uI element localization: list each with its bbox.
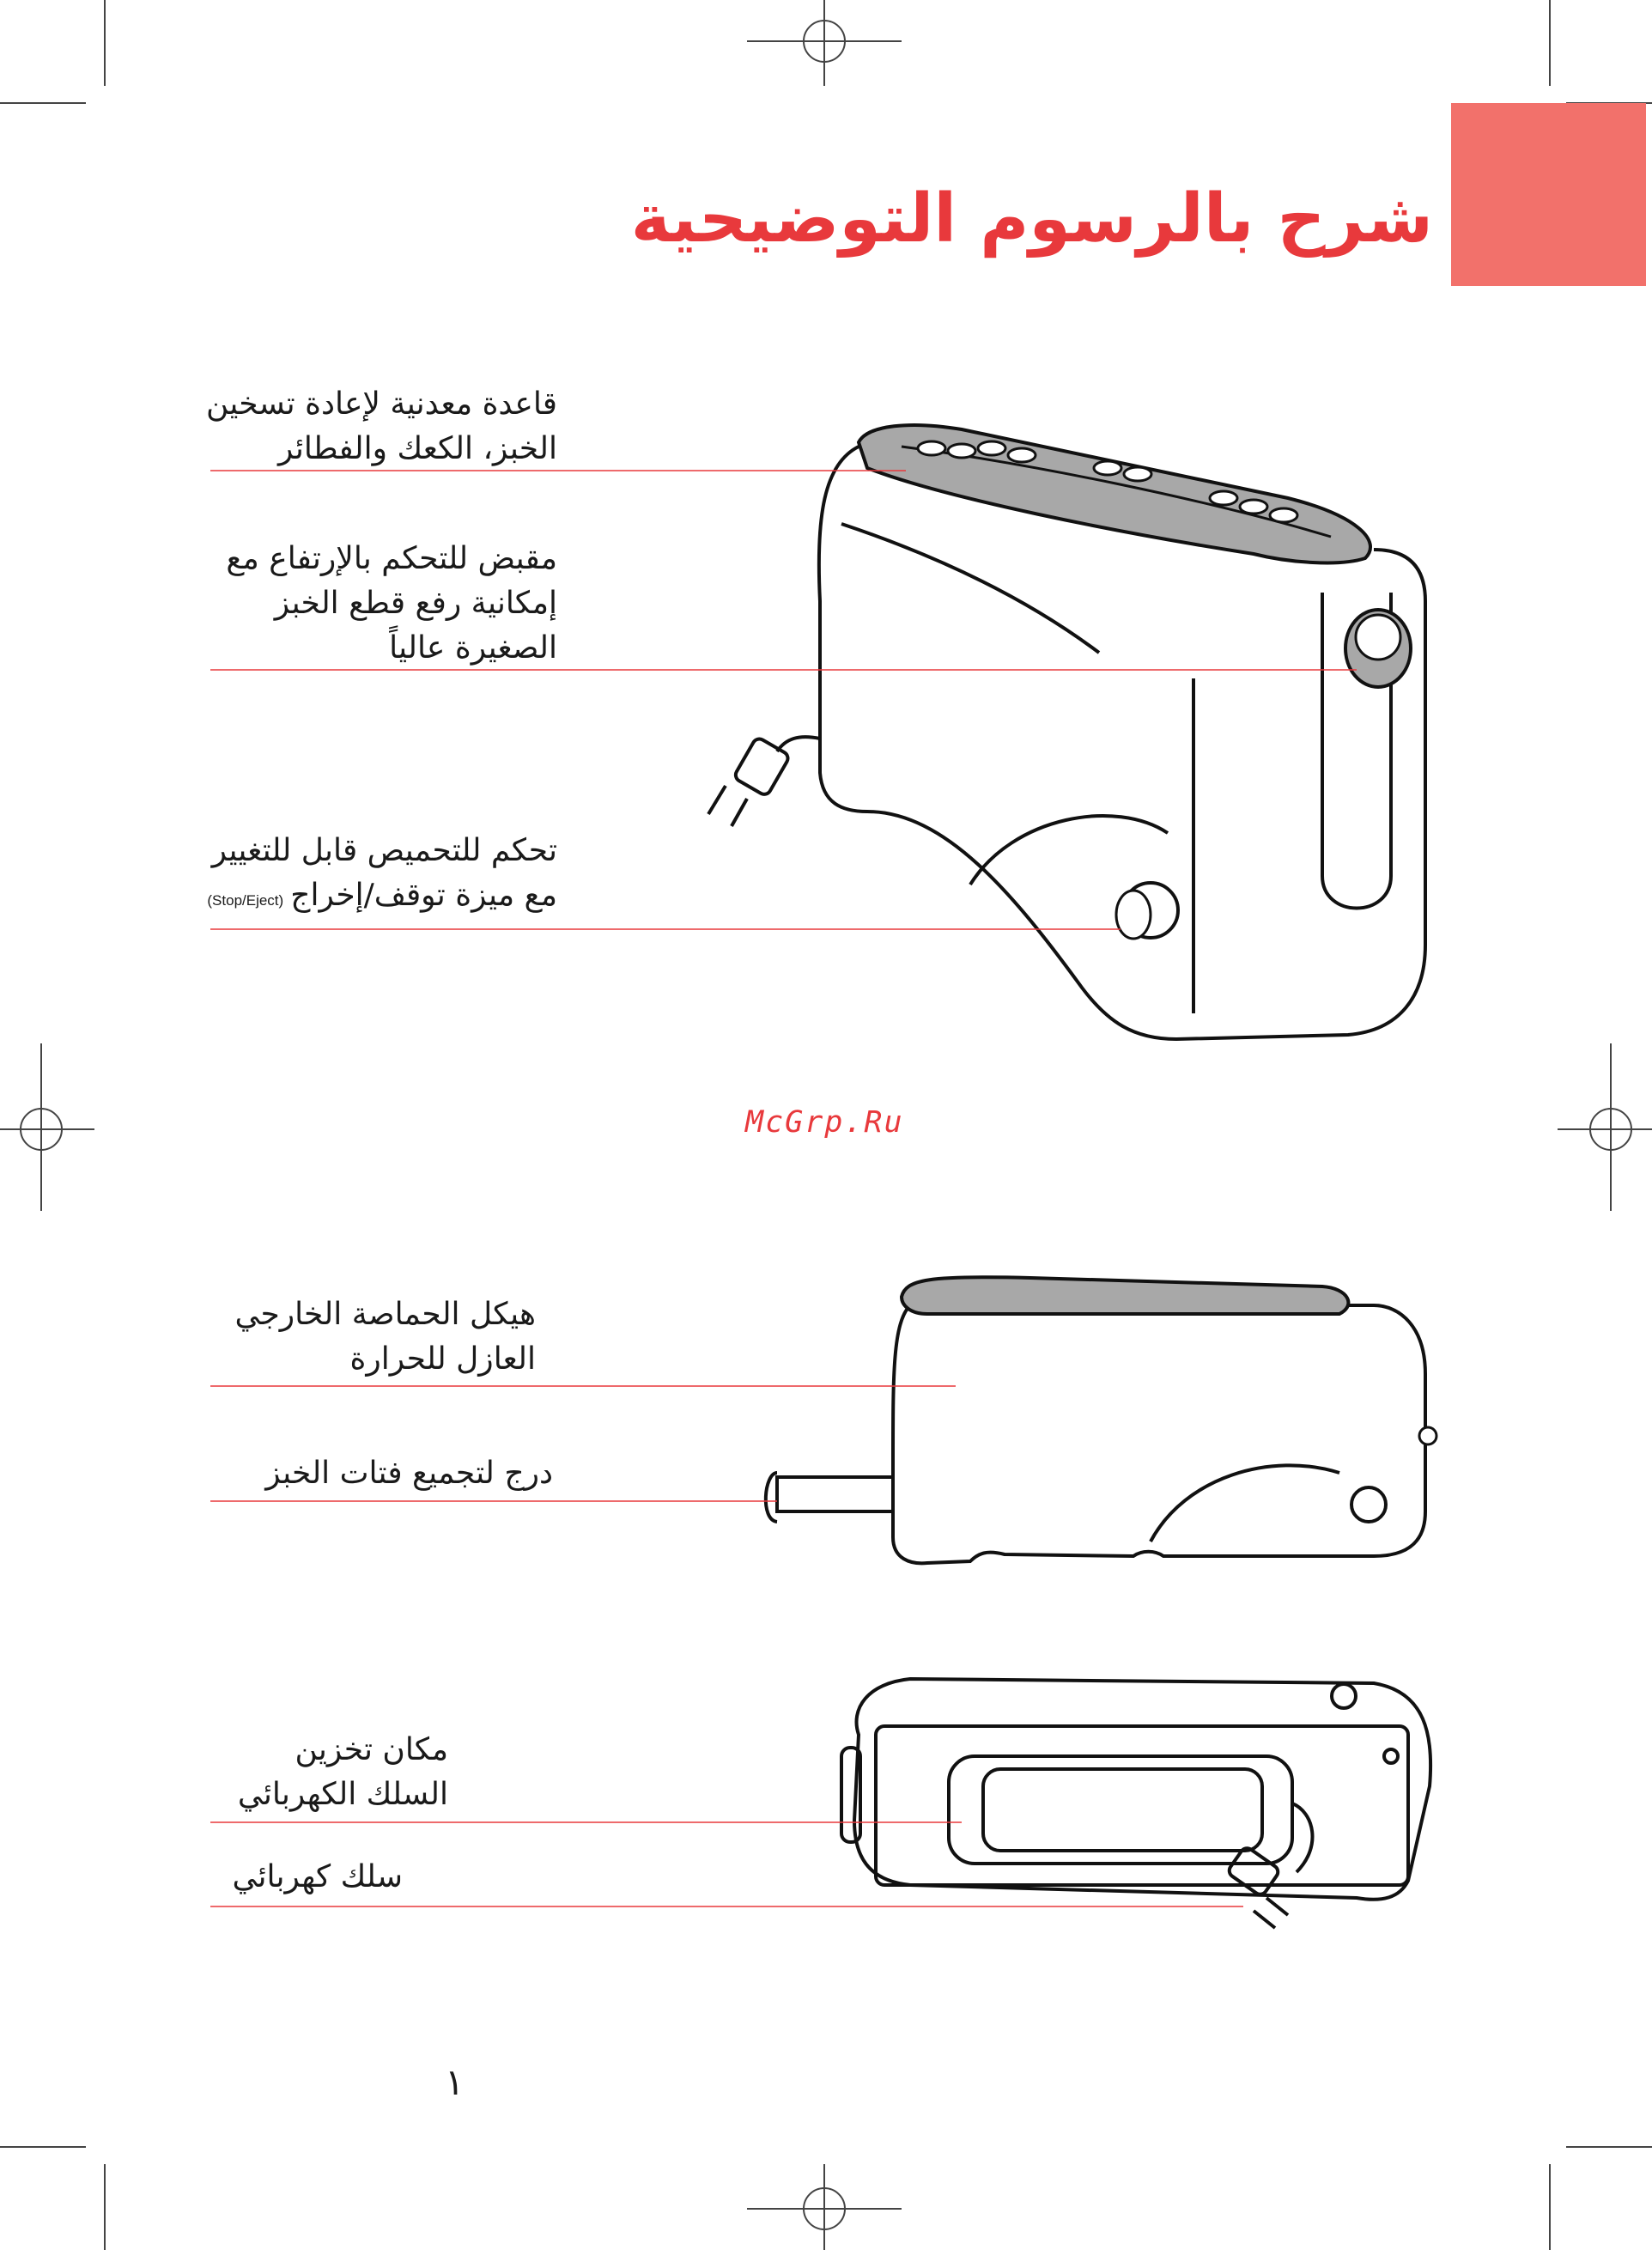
label-line: درج لتجميع فتات الخبز bbox=[265, 1451, 553, 1496]
leader-lines bbox=[210, 471, 1357, 1906]
label-line: قاعدة معدنية لإعادة تسخين bbox=[206, 382, 557, 427]
side-control-knob bbox=[1351, 1487, 1386, 1522]
label-line: الخبز، الكعك والفطائر bbox=[206, 427, 557, 471]
label-browning-control: تحكم للتحميص قابل للتغيير مع ميزة توقف/إ… bbox=[207, 829, 557, 923]
label-housing: هيكل الحماصة الخارجي العازل للحرارة bbox=[234, 1292, 536, 1382]
label-line: سلك كهربائي bbox=[233, 1855, 403, 1900]
label-power-cord: سلك كهربائي bbox=[233, 1855, 403, 1900]
section-tab bbox=[1451, 103, 1646, 286]
label-cord-storage: مكان تخزين السلك الكهربائي bbox=[238, 1728, 448, 1817]
plug-1 bbox=[708, 737, 820, 826]
plug-3 bbox=[1227, 1846, 1288, 1928]
page-number: ١ bbox=[445, 2061, 465, 2103]
toaster-bottom-view bbox=[841, 1679, 1430, 1900]
label-line: مقبض للتحكم بالإرتفاع مع bbox=[226, 537, 557, 581]
page-title: شرح بالرسوم التوضيحية bbox=[631, 180, 1433, 258]
label-crumb-tray: درج لتجميع فتات الخبز bbox=[265, 1451, 553, 1496]
label-metal-base: قاعدة معدنية لإعادة تسخين الخبز، الكعك و… bbox=[206, 382, 557, 471]
label-line: مكان تخزين bbox=[238, 1728, 448, 1773]
label-line: السلك الكهربائي bbox=[238, 1773, 448, 1817]
label-line: تحكم للتحميص قابل للتغيير bbox=[207, 829, 557, 873]
watermark: McGrp.Ru bbox=[745, 1105, 904, 1140]
label-line: هيكل الحماصة الخارجي bbox=[234, 1292, 536, 1337]
label-line: إمكانية رفع قطع الخبز bbox=[226, 581, 557, 626]
toaster-side-view bbox=[766, 1305, 1425, 1563]
label-line: الصغيرة عالياً bbox=[226, 626, 557, 671]
label-lift-lever: مقبض للتحكم بالإرتفاع مع إمكانية رفع قطع… bbox=[226, 537, 557, 671]
label-line: العازل للحرارة bbox=[234, 1337, 536, 1382]
top-slot-area bbox=[902, 1277, 1348, 1314]
label-note: (Stop/Eject) bbox=[207, 892, 283, 909]
label-line: مع ميزة توقف/إخراج bbox=[290, 878, 557, 913]
